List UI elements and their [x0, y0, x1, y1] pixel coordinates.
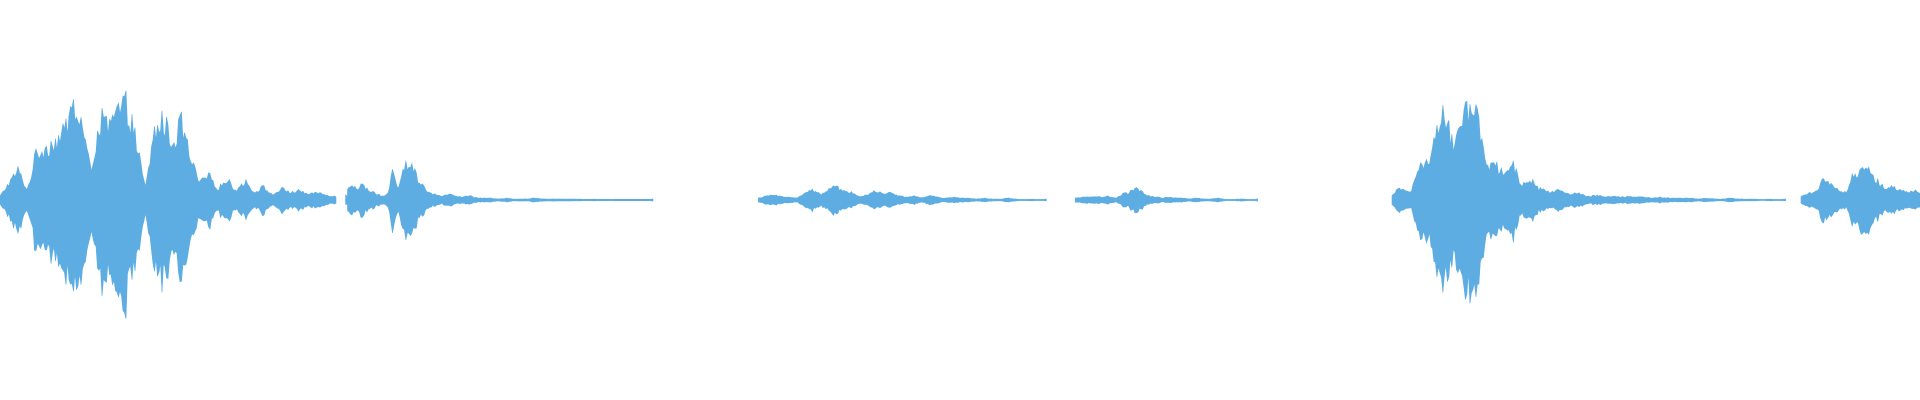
waveform-segment-10: [1800, 166, 1920, 235]
waveform-segment-7: [1074, 187, 1258, 214]
waveform-segment-1: [0, 90, 337, 319]
waveform-segment-8: [1391, 100, 1591, 304]
waveform-segment-4: [347, 160, 485, 240]
waveform-group: [0, 90, 1920, 319]
waveform-segment-6: [758, 185, 1047, 217]
waveform-segment-5: [483, 197, 654, 203]
waveform-segment-9: [1589, 194, 1786, 206]
